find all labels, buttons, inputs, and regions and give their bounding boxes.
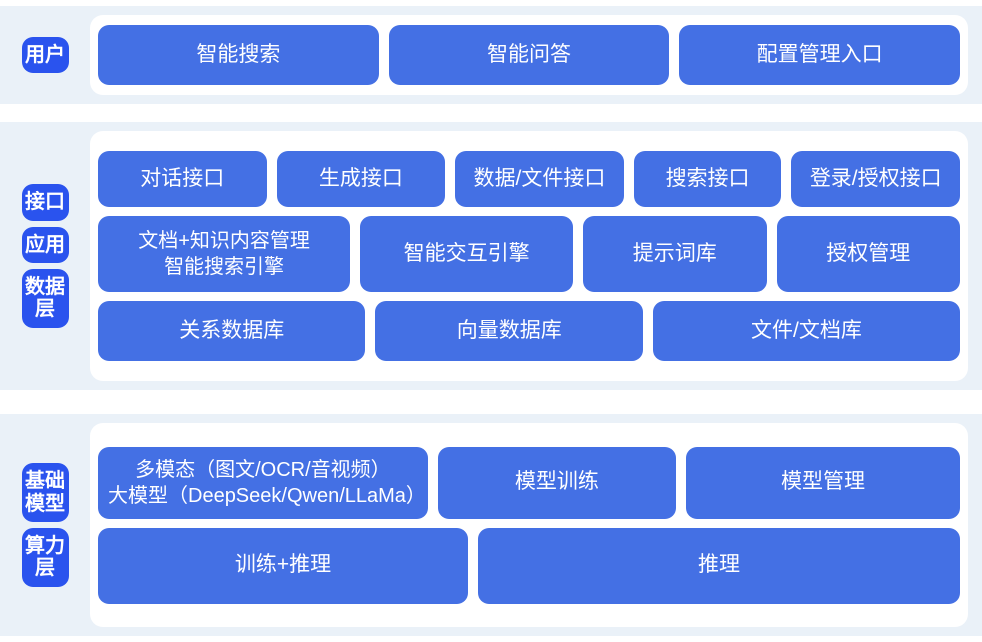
platform-group-panel: 对话接口生成接口数据/文件接口搜索接口登录/授权接口文档+知识内容管理 智能搜索…	[90, 131, 968, 381]
box-authorization-management[interactable]: 授权管理	[776, 216, 961, 292]
box-dialog-api[interactable]: 对话接口	[98, 151, 267, 207]
user-group-pill-rail: 用户	[0, 6, 90, 104]
row-data: 关系数据库向量数据库文件/文档库	[98, 301, 960, 361]
infrastructure-group-panel: 多模态（图文/OCR/音视频） 大模型（DeepSeek/Qwen/LLaMa）…	[90, 423, 968, 627]
box-data-file-api[interactable]: 数据/文件接口	[455, 151, 624, 207]
box-smart-search[interactable]: 智能搜索	[98, 25, 379, 85]
box-multimodal-llm[interactable]: 多模态（图文/OCR/音视频） 大模型（DeepSeek/Qwen/LLaMa）	[98, 446, 428, 519]
platform-group-pill-rail: 接口应用数据层	[0, 122, 90, 390]
box-search-api[interactable]: 搜索接口	[633, 151, 782, 207]
box-model-management[interactable]: 模型管理	[686, 446, 960, 519]
box-generation-api[interactable]: 生成接口	[276, 151, 446, 207]
pill-application[interactable]: 应用	[21, 226, 69, 263]
box-inference[interactable]: 推理	[478, 527, 960, 604]
infrastructure-group: 基础模型算力层多模态（图文/OCR/音视频） 大模型（DeepSeek/Qwen…	[0, 414, 982, 636]
pill-foundation-model[interactable]: 基础模型	[21, 463, 69, 522]
row-foundation-model: 多模态（图文/OCR/音视频） 大模型（DeepSeek/Qwen/LLaMa）…	[98, 446, 960, 519]
platform-group: 接口应用数据层对话接口生成接口数据/文件接口搜索接口登录/授权接口文档+知识内容…	[0, 122, 982, 390]
pill-compute-layer[interactable]: 算力层	[21, 528, 69, 587]
box-config-management-entry[interactable]: 配置管理入口	[679, 25, 961, 85]
box-vector-database[interactable]: 向量数据库	[375, 301, 643, 361]
box-model-training[interactable]: 模型训练	[437, 446, 677, 519]
user-group-panel: 智能搜索智能问答配置管理入口	[90, 15, 968, 95]
row-application: 文档+知识内容管理 智能搜索引擎智能交互引擎提示词库授权管理	[98, 216, 961, 292]
pill-user[interactable]: 用户	[21, 36, 69, 74]
box-relational-database[interactable]: 关系数据库	[98, 301, 366, 361]
box-smart-qa[interactable]: 智能问答	[388, 25, 670, 85]
row-user: 智能搜索智能问答配置管理入口	[98, 25, 961, 85]
user-group: 用户智能搜索智能问答配置管理入口	[0, 6, 982, 104]
pill-interface[interactable]: 接口	[21, 184, 69, 221]
box-prompt-library[interactable]: 提示词库	[583, 216, 767, 292]
row-compute: 训练+推理推理	[98, 527, 960, 604]
box-doc-knowledge-management[interactable]: 文档+知识内容管理 智能搜索引擎	[98, 216, 351, 292]
box-file-document-store[interactable]: 文件/文档库	[652, 301, 960, 361]
pill-data-layer[interactable]: 数据层	[21, 269, 69, 328]
box-training-inference[interactable]: 训练+推理	[98, 527, 468, 604]
box-interaction-engine[interactable]: 智能交互引擎	[360, 216, 574, 292]
box-login-auth-api[interactable]: 登录/授权接口	[791, 151, 961, 207]
infrastructure-group-pill-rail: 基础模型算力层	[0, 414, 90, 636]
row-interface: 对话接口生成接口数据/文件接口搜索接口登录/授权接口	[98, 151, 961, 207]
